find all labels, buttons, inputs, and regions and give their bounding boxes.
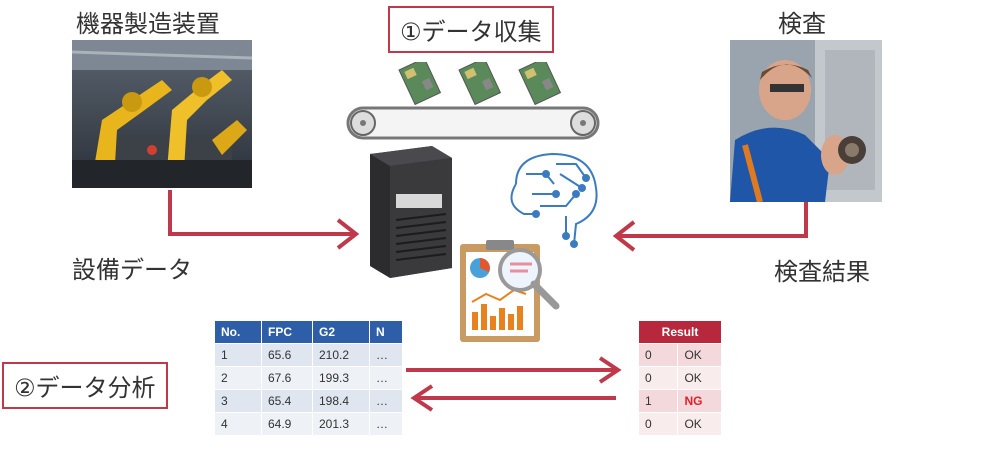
table-cell: 201.3 [312, 412, 370, 436]
result-row: 0 OK [637, 343, 722, 367]
table-cell: … [369, 343, 403, 367]
table-cell: 2 [214, 366, 262, 390]
table-cell: … [369, 366, 403, 390]
column-header: G2 [312, 320, 370, 344]
table-cell: 199.3 [312, 366, 370, 390]
conveyor-belt-icon [344, 57, 602, 144]
result-row: 1 NG [637, 389, 722, 413]
table-cell: 67.6 [261, 366, 313, 390]
result-header-row: Result [638, 320, 722, 344]
result-cell: 0 [637, 343, 679, 367]
table-cell: … [369, 389, 403, 413]
result-cell: OK [677, 343, 722, 367]
table-cell: 1 [214, 343, 262, 367]
result-cell-ng: NG [677, 389, 722, 413]
table-row: 4 64.9 201.3 … [214, 412, 403, 436]
equipment-to-server-arrow [160, 188, 366, 252]
result-row: 0 OK [637, 366, 722, 390]
table-cell: … [369, 412, 403, 436]
table-cell: 65.6 [261, 343, 313, 367]
result-table: Result 0 OK 0 OK 1 NG 0 OK [637, 320, 722, 436]
result-cell: 1 [637, 389, 679, 413]
manufacturing-robot-photo [72, 40, 252, 188]
data-table: No. FPC G2 N 1 65.6 210.2 … 2 67.6 199.3… [214, 320, 403, 436]
result-row: 0 OK [637, 412, 722, 436]
table-cell: 65.4 [261, 389, 313, 413]
table-header-row: No. FPC G2 N [214, 320, 403, 344]
data-collection-label: ①データ収集 [388, 6, 554, 53]
inspection-to-analysis-arrow [612, 200, 818, 252]
server-icon [362, 146, 454, 278]
inspection-label: 検査 [778, 10, 826, 38]
result-cell: OK [677, 366, 722, 390]
table-cell: 3 [214, 389, 262, 413]
manufacturing-label: 機器製造装置 [76, 10, 220, 38]
equipment-data-label: 設備データ [72, 256, 192, 284]
data-analysis-label: ②データ分析 [2, 362, 168, 409]
table-row: 2 67.6 199.3 … [214, 366, 403, 390]
result-cell: 0 [637, 366, 679, 390]
table-cell: 64.9 [261, 412, 313, 436]
result-cell: 0 [637, 412, 679, 436]
table-row: 3 65.4 198.4 … [214, 389, 403, 413]
analysis-clipboard-icon [456, 238, 582, 346]
table-cell: 210.2 [312, 343, 370, 367]
column-header: N [369, 320, 403, 344]
table-cell: 4 [214, 412, 262, 436]
ai-brain-icon [496, 144, 610, 258]
result-column-header: Result [638, 320, 722, 344]
table-cell: 198.4 [312, 389, 370, 413]
inspection-result-label: 検査結果 [774, 258, 870, 286]
inspection-worker-photo [730, 40, 882, 202]
column-header: No. [214, 320, 262, 344]
column-header: FPC [261, 320, 313, 344]
table-row: 1 65.6 210.2 … [214, 343, 403, 367]
result-cell: OK [677, 412, 722, 436]
bidirectional-arrows [406, 356, 626, 412]
